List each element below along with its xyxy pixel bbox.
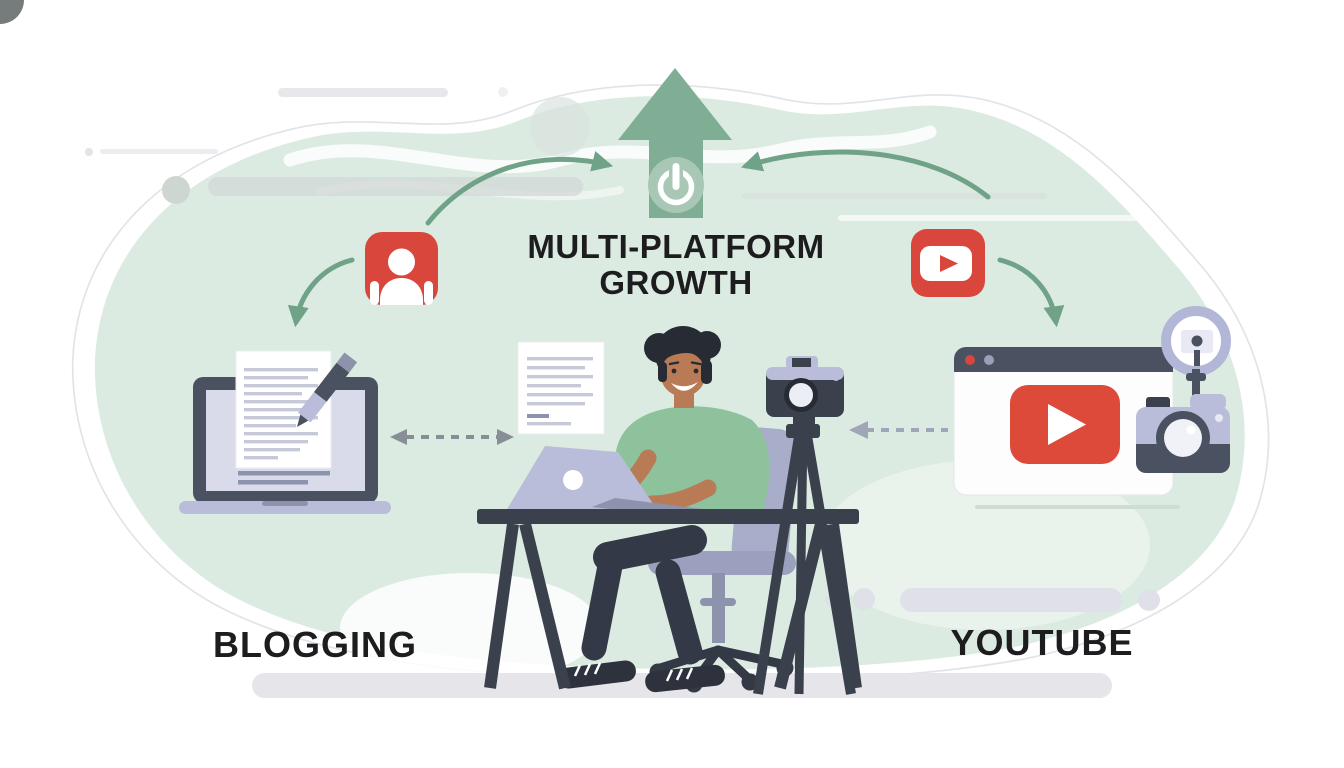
youtube-play-icon — [911, 229, 985, 297]
eyes — [671, 368, 699, 374]
dashed-arrowhead-left-e — [497, 429, 514, 445]
deco-dot-bottom-2 — [853, 588, 875, 610]
smile — [671, 382, 698, 391]
vlog-camera — [1136, 394, 1230, 473]
center-document-lines — [527, 357, 593, 406]
tripod-camera-hump-dark — [792, 358, 811, 367]
deco-dot-top — [498, 87, 508, 97]
deco-bar-left — [208, 177, 583, 196]
ring-light-pole — [1192, 369, 1200, 409]
desk-laptop-logo — [563, 470, 583, 490]
blob-highlight — [820, 460, 1150, 630]
deco-line-right — [742, 193, 1047, 199]
decorative-elements — [0, 0, 1160, 612]
legs — [581, 525, 707, 665]
deco-line-left — [100, 149, 218, 154]
vlog-camera-hump — [1190, 394, 1226, 410]
center-document-dark-line — [527, 414, 549, 418]
deco-bar-topleft — [278, 88, 448, 97]
vlog-camera-lens-glint — [1186, 425, 1196, 435]
dashed-connectors — [390, 421, 948, 445]
ring-light-joint — [1186, 373, 1206, 381]
center-document-last-line — [527, 422, 571, 426]
flow-arrows — [287, 149, 1065, 328]
growth-title: MULTI-PLATFORM GROWTH — [456, 229, 896, 301]
browser-play-ringlight-camera-illustration — [953, 306, 1231, 509]
browser-dot-red — [965, 355, 975, 365]
browser-dot-gray — [984, 355, 994, 365]
tripod-head — [786, 424, 820, 438]
chair-lever — [700, 598, 736, 606]
blog-screen-line-1 — [238, 471, 330, 476]
deco-circle-left — [162, 176, 190, 204]
camera-on-tripod-illustration — [753, 356, 856, 695]
arrow-person-to-blog — [287, 257, 355, 328]
blog-document-lines — [244, 368, 318, 460]
person-arm-right — [424, 281, 433, 305]
pen-body — [314, 362, 350, 402]
tripod-camera-lens — [789, 383, 813, 407]
sideburn-right — [701, 360, 712, 384]
white-wave-top — [283, 125, 937, 174]
chair-stem — [712, 573, 725, 643]
pen — [297, 352, 358, 427]
youtube-label: YOUTUBE — [950, 622, 1134, 663]
pen-grip — [298, 392, 327, 423]
tripod-camera-button — [833, 375, 839, 381]
chair-seat — [648, 551, 796, 575]
corner-smudge — [0, 0, 24, 24]
deco-bar-bottom — [900, 588, 1122, 612]
desk — [477, 509, 862, 690]
eyebrows — [668, 361, 702, 366]
person-icon — [365, 232, 438, 305]
ring-light-stub — [1194, 350, 1200, 366]
deco-white-line-right — [838, 215, 1138, 221]
person-head — [388, 248, 415, 276]
deco-circle-top — [530, 97, 590, 157]
ring-light — [1161, 306, 1231, 409]
white-wave-bottom — [340, 573, 600, 683]
hair-fringe — [659, 338, 710, 366]
desk-top — [477, 509, 859, 524]
vlog-camera-lens — [1164, 419, 1202, 457]
dashed-arrowhead-left-w — [390, 429, 407, 445]
browser-titlebar — [954, 347, 1173, 372]
pen-nib — [297, 414, 309, 427]
vlog-camera-viewfinder — [1146, 397, 1170, 410]
play-triangle — [1048, 404, 1086, 445]
blog-laptop-base — [179, 501, 391, 514]
arrow-youtube-to-player — [997, 257, 1065, 328]
tripod-camera-top-band — [766, 367, 844, 380]
vlog-camera-button — [1215, 414, 1223, 422]
blogging-label: BLOGGING — [213, 624, 417, 665]
browser-shadow — [975, 505, 1180, 509]
pen-cap — [336, 352, 358, 373]
person-arm-left — [370, 281, 379, 305]
deco-dot-bottom-3 — [1138, 589, 1160, 611]
blog-screen-line-2 — [238, 480, 308, 485]
power-bar — [672, 163, 680, 190]
tripod-legs — [753, 429, 856, 695]
up-arrow-power-icon — [618, 68, 732, 218]
center-document — [517, 341, 605, 435]
person-body — [380, 278, 423, 305]
arrow-head — [618, 68, 732, 140]
youtube-badge-triangle — [940, 255, 958, 272]
laptop-document-pen-illustration — [179, 350, 391, 514]
blog-laptop-notch — [262, 501, 308, 506]
growth-title-line2: GROWTH — [599, 264, 753, 301]
deco-dot-left — [85, 148, 93, 156]
shoes — [558, 660, 725, 693]
growth-title-line1: MULTI-PLATFORM — [527, 228, 825, 265]
shoe-stripes — [573, 662, 694, 682]
arrow-youtube-to-growth — [740, 149, 991, 200]
sideburn-left — [658, 362, 667, 382]
dashed-arrowhead-right — [849, 421, 868, 439]
ring-light-lens — [1191, 335, 1203, 347]
arrow-person-to-growth — [425, 151, 614, 226]
